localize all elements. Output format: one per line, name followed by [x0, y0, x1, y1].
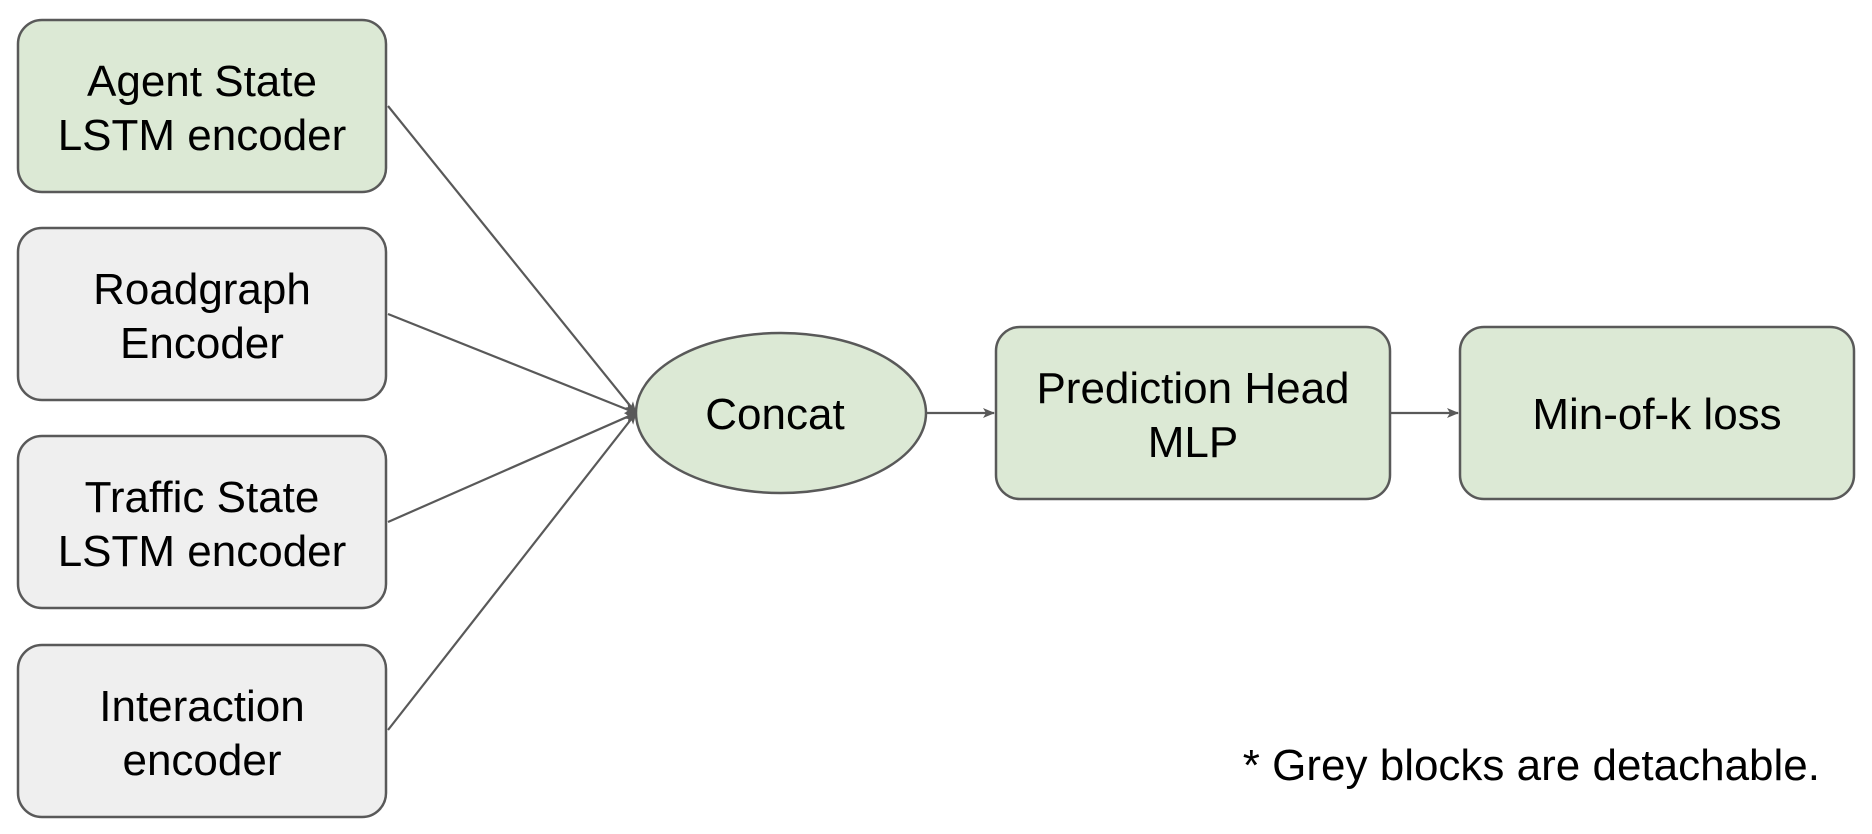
- min-of-k-loss-label: Min-of-k loss: [1532, 390, 1781, 439]
- concat-label: Concat: [705, 390, 844, 439]
- traffic-state-lstm-encoder-block: Traffic State LSTM encoder: [16, 434, 388, 610]
- interaction-label-line-2: encoder: [122, 736, 281, 785]
- edges: [387, 105, 1459, 731]
- arrow-interaction-to-concat: [387, 412, 637, 731]
- interaction-box: [16, 643, 388, 819]
- interaction-encoder-block: Interaction encoder: [16, 643, 388, 819]
- concat-ellipse: [634, 331, 928, 495]
- roadgraph-label-line-1: Roadgraph: [93, 265, 311, 314]
- traffic-state-box: [16, 434, 388, 610]
- roadgraph-encoder-block: Roadgraph Encoder: [16, 226, 388, 402]
- min-of-k-loss-box: [1458, 325, 1856, 501]
- nodes: Agent State LSTM encoder Roadgraph Encod…: [16, 18, 1856, 819]
- prediction-head-label-line-1: Prediction Head: [1036, 364, 1349, 413]
- min-of-k-loss-block: Min-of-k loss: [1458, 325, 1856, 501]
- agent-state-lstm-encoder-block: Agent State LSTM encoder: [16, 18, 388, 194]
- agent-state-label-line-2: LSTM encoder: [58, 111, 347, 160]
- roadgraph-label-line-2: Encoder: [120, 319, 284, 368]
- prediction-head-mlp-block: Prediction Head MLP: [994, 325, 1392, 501]
- prediction-head-box: [994, 325, 1392, 501]
- arrow-roadgraph-to-concat: [387, 312, 637, 415]
- agent-state-label-line-1: Agent State: [87, 57, 317, 106]
- traffic-state-label-line-1: Traffic State: [85, 473, 320, 522]
- roadgraph-box: [16, 226, 388, 402]
- traffic-state-label-line-2: LSTM encoder: [58, 527, 347, 576]
- concat-block: Concat: [634, 331, 928, 495]
- arrow-traffic-state-to-concat: [387, 411, 637, 524]
- prediction-head-label-line-2: MLP: [1148, 418, 1238, 467]
- footnote: * Grey blocks are detachable.: [1243, 741, 1820, 790]
- interaction-label-line-1: Interaction: [99, 682, 304, 731]
- arrow-agent-state-to-concat: [387, 105, 637, 414]
- agent-state-box: [16, 18, 388, 194]
